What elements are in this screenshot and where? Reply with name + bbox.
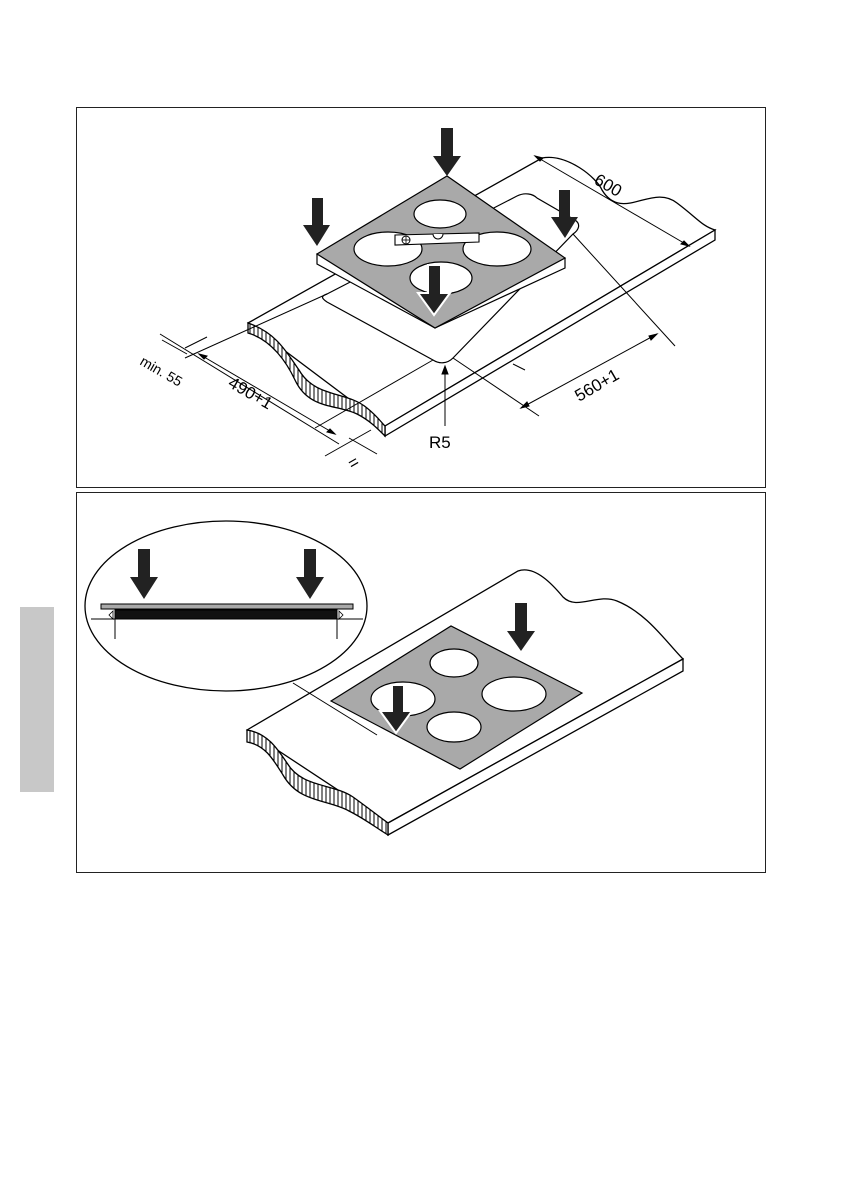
dimension-min55-label: min. 55 [138, 353, 186, 390]
hob-insertion-panel [76, 492, 766, 873]
section-side-tab [20, 607, 54, 792]
cooking-zone-front [427, 712, 481, 742]
cooking-zone-rear [414, 200, 466, 228]
dimension-490-label: 490+1 [225, 373, 276, 413]
insertion-diagram [77, 493, 765, 872]
cutout-diagram: 600 560+1 490+1 min. 55 = [77, 108, 765, 487]
cutout-dimensions-panel: 600 560+1 490+1 min. 55 = [76, 107, 766, 488]
dimension-560-label: 560+1 [572, 365, 623, 405]
cooking-zone-rear [430, 649, 478, 677]
cooking-zone-right [482, 677, 546, 711]
radius-label: R5 [429, 433, 451, 452]
dimension-equal-label: = [345, 452, 363, 473]
